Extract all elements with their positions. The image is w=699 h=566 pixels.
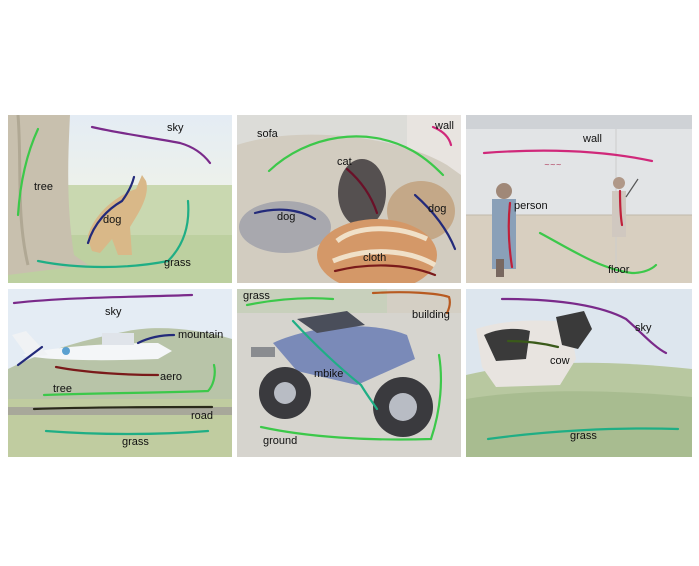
sofa-stroke (267, 135, 445, 177)
wall-stroke (482, 149, 654, 163)
label-sky: sky (635, 322, 652, 334)
grass-stroke (44, 429, 210, 436)
building-stroke (371, 291, 451, 315)
mbike-stroke (291, 319, 379, 411)
dog1-stroke (253, 208, 317, 221)
dog2-stroke (413, 193, 457, 251)
scene-squash-room: ~~~ (466, 115, 692, 283)
label-dog-right: dog (428, 203, 447, 215)
cat-stroke (345, 167, 379, 215)
panel-squash-room: ~~~ wall person floor (466, 115, 692, 283)
cloth-stroke (333, 264, 437, 277)
panel-airplane: sky mountain aero tree road grass (8, 289, 232, 457)
road-stroke (32, 405, 214, 411)
label-wall: wall (583, 133, 602, 145)
sky-stroke (12, 293, 194, 305)
ground-stroke (259, 353, 443, 441)
panel-motorbike: grass building mbike ground (237, 289, 461, 457)
dog-stroke (86, 175, 136, 245)
panel-cats-sofa: sofa wall cat dog dog cloth (237, 115, 461, 283)
scene-dog-tree (8, 115, 232, 283)
person-stroke (507, 201, 514, 269)
grass-stroke (486, 427, 680, 441)
label-dog-left: dog (277, 211, 296, 223)
label-cat: cat (337, 156, 352, 168)
mountain-stroke (136, 333, 176, 345)
label-person: person (514, 200, 548, 212)
label-grass: grass (164, 257, 191, 269)
grass-stroke (36, 199, 190, 269)
label-floor: floor (608, 264, 630, 276)
label-tree: tree (34, 181, 53, 193)
sky-stroke (500, 297, 668, 355)
aero-stroke (54, 365, 160, 377)
person2-stroke (618, 189, 624, 227)
label-aero: aero (160, 371, 183, 383)
label-cloth: cloth (363, 252, 387, 264)
sky-stroke (90, 125, 212, 165)
label-ground: ground (263, 435, 298, 447)
grass-stroke (245, 297, 335, 307)
scene-cow-field (466, 289, 692, 457)
scene-airplane (8, 289, 232, 457)
panel-dog-tree: sky tree dog grass (8, 115, 232, 283)
panel-cow-field: sky cow grass (466, 289, 692, 457)
label-sofa: sofa (257, 128, 278, 140)
wall-stroke (431, 125, 453, 147)
label-grass: grass (243, 290, 270, 302)
tree-stroke (16, 127, 40, 217)
floor-stroke (538, 231, 658, 275)
label-building: building (412, 309, 450, 321)
label-road: road (191, 410, 214, 422)
scene-cats-sofa (237, 115, 461, 283)
svg-text:~~~: ~~~ (544, 161, 562, 169)
cow-stroke (506, 339, 560, 349)
tree-stroke (42, 363, 216, 397)
mountain-left-stroke (16, 345, 44, 367)
label-sky: sky (167, 122, 184, 134)
label-grass: grass (122, 436, 149, 448)
label-wall: wall (435, 120, 454, 132)
label-cow: cow (550, 355, 570, 367)
label-mountain: mountain (178, 329, 224, 341)
label-dog: dog (103, 214, 122, 226)
label-grass: grass (570, 430, 597, 442)
label-tree: tree (53, 383, 72, 395)
scene-motorbike (237, 289, 461, 457)
label-mbike: mbike (314, 368, 344, 380)
label-sky: sky (105, 306, 122, 318)
